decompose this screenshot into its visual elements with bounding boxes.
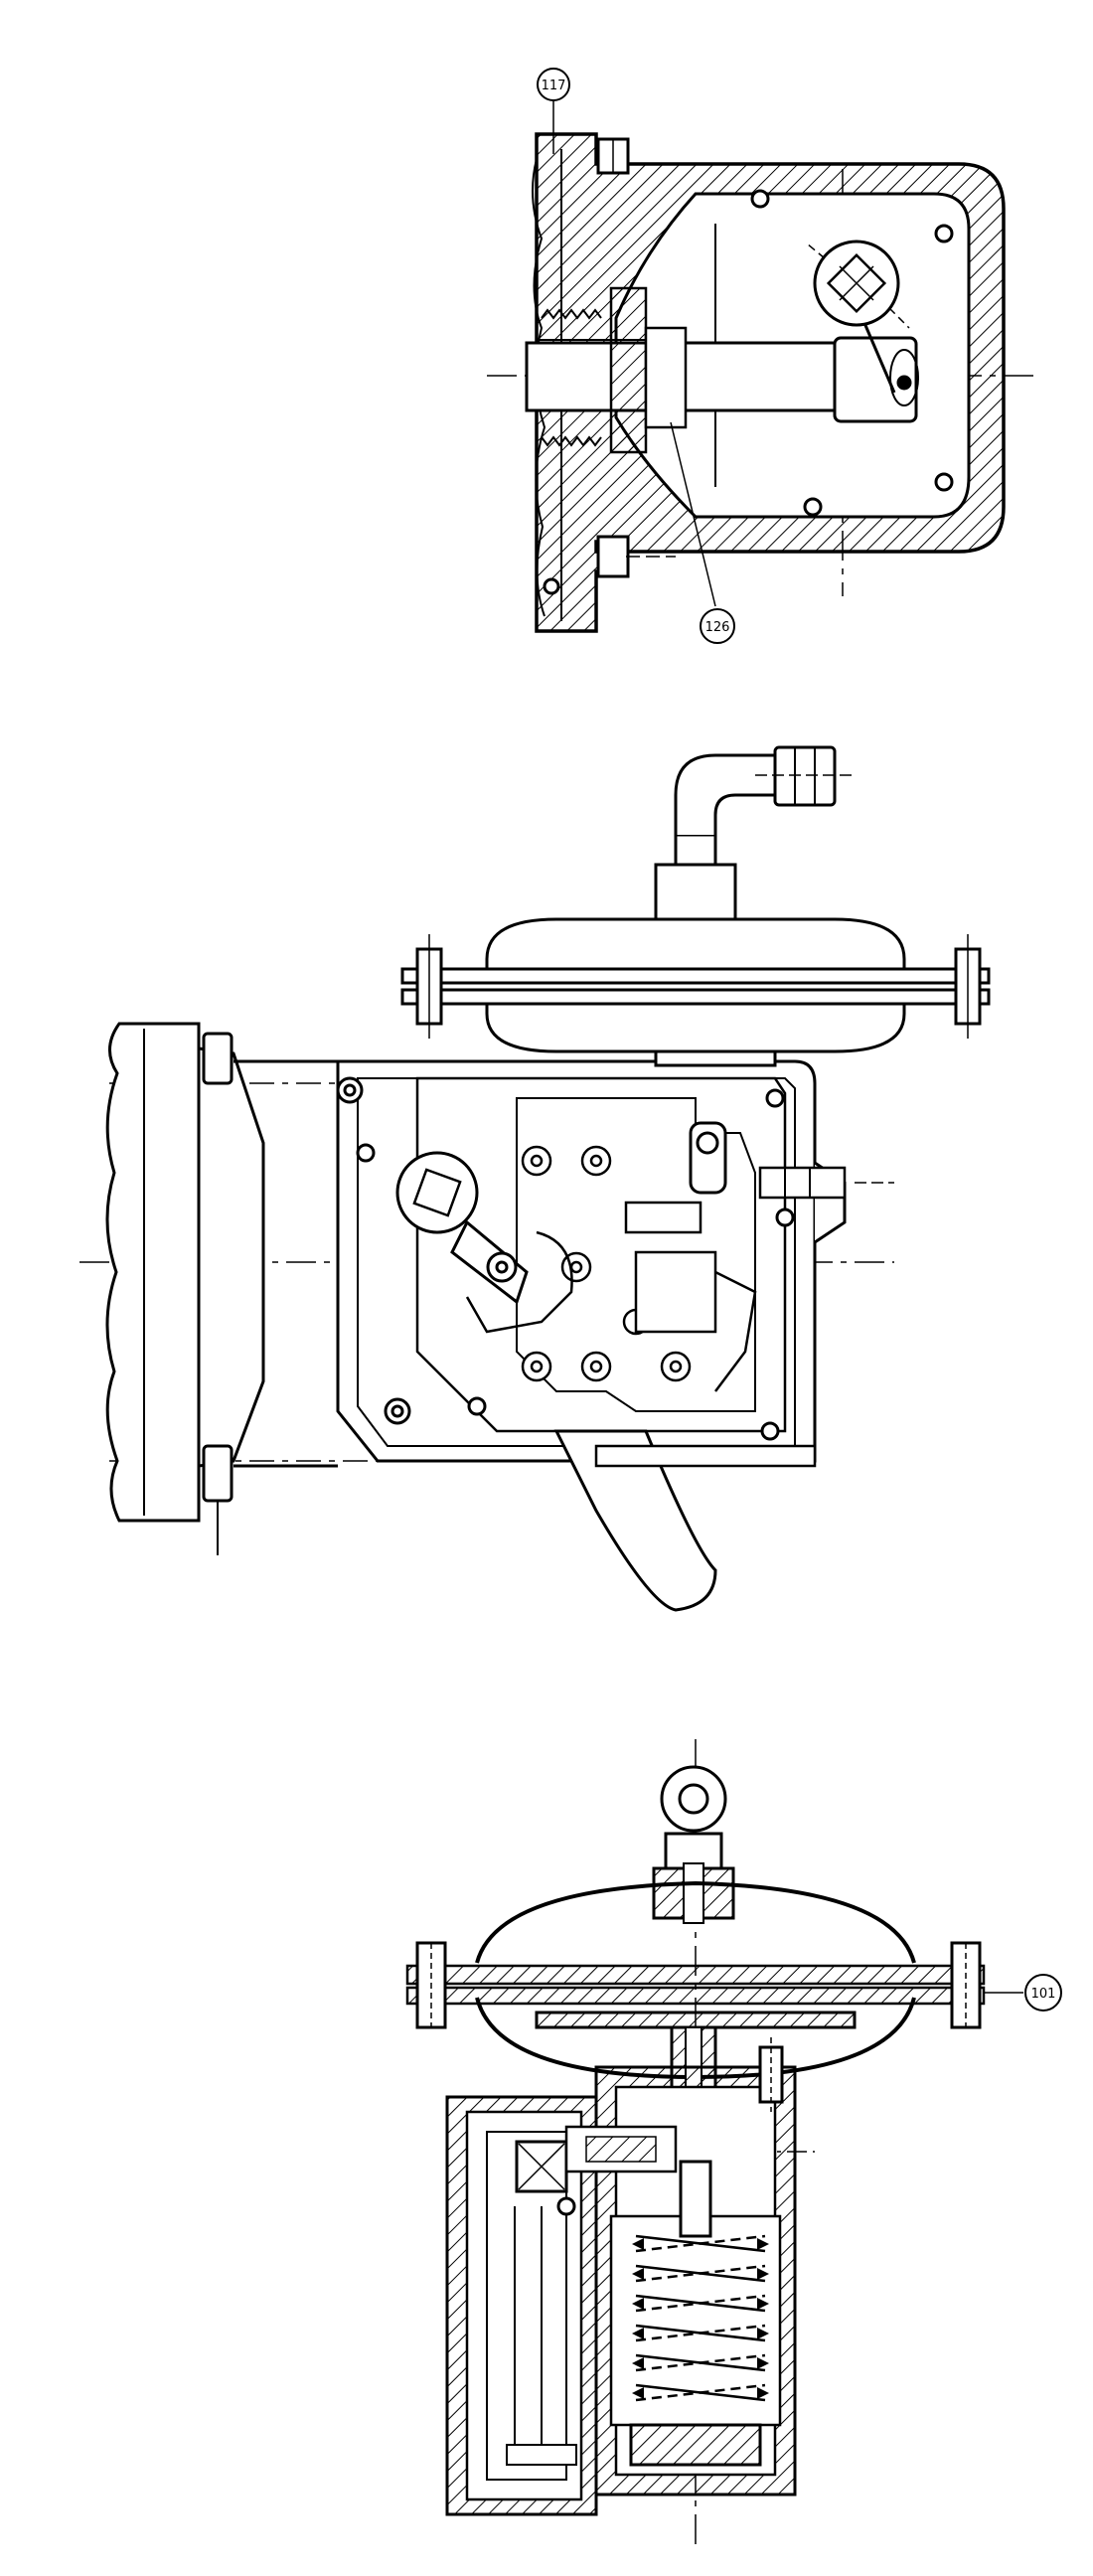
callout-117-label: 117 <box>542 79 566 93</box>
callout-126-label: 126 <box>705 620 730 635</box>
bottom-section-view <box>405 1739 1062 2544</box>
callout-101-label: 101 <box>1031 1987 1056 2002</box>
top-section-view <box>487 68 1033 644</box>
middle-exterior-view <box>79 745 991 1612</box>
